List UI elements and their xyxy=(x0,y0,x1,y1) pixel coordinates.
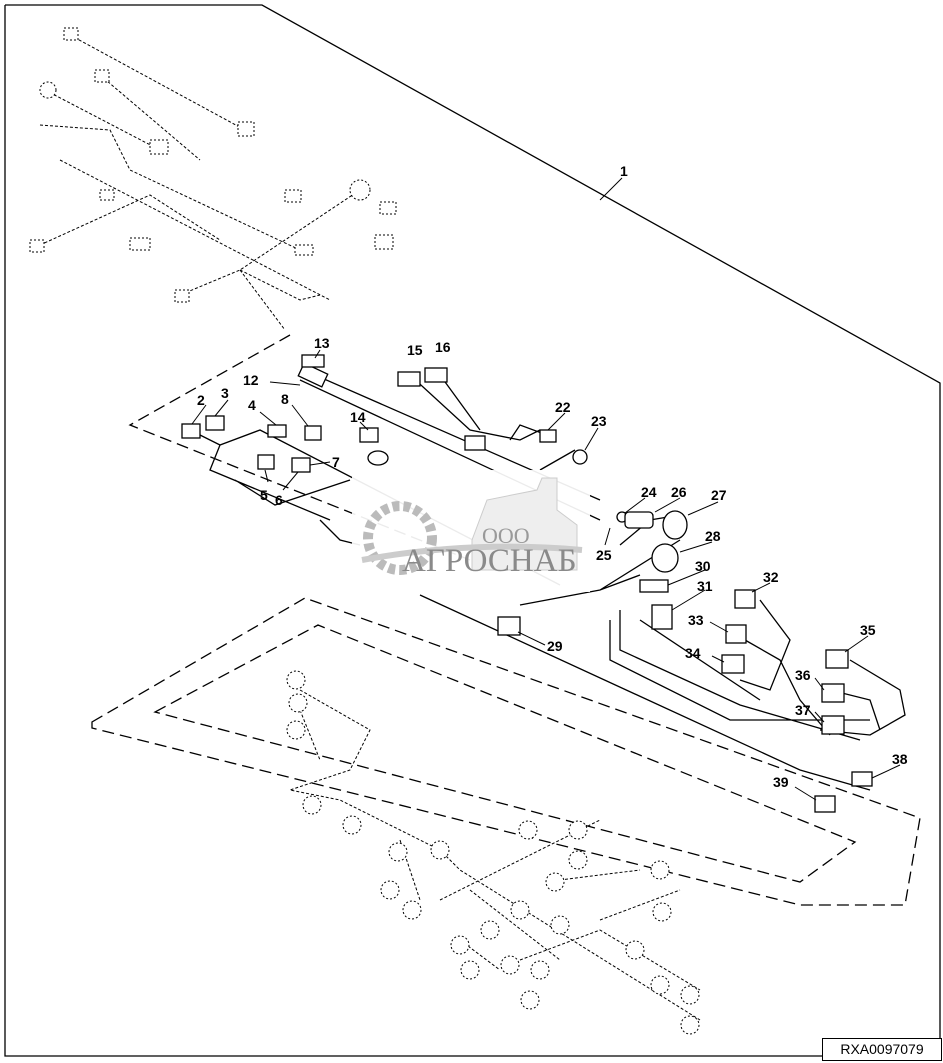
main-harness-wires xyxy=(189,374,906,791)
lower-boundary-outer xyxy=(91,597,921,906)
callout-37: 37 xyxy=(795,702,811,718)
callout-33: 33 xyxy=(688,612,704,628)
callout-28: 28 xyxy=(705,528,721,544)
callout-39: 39 xyxy=(773,774,789,790)
callout-8: 8 xyxy=(281,391,289,407)
watermark-prefix: ООО xyxy=(482,523,530,548)
frame-outline xyxy=(4,4,941,1057)
callout-31: 31 xyxy=(697,578,713,594)
callout-24: 24 xyxy=(641,484,657,500)
callout-38: 38 xyxy=(892,751,908,767)
callout-1: 1 xyxy=(620,163,628,179)
callout-5: 5 xyxy=(260,487,268,503)
upper-harness xyxy=(29,27,397,331)
callout-25: 25 xyxy=(596,547,612,563)
watermark: ООО АГРОСНАБ xyxy=(352,470,590,592)
callout-15: 15 xyxy=(407,342,423,358)
callout-16: 16 xyxy=(435,339,451,355)
callout-6: 6 xyxy=(275,492,283,508)
sub-harness-boundary xyxy=(128,334,471,561)
callout-32: 32 xyxy=(763,569,779,585)
callout-7: 7 xyxy=(332,454,340,470)
leader-lines xyxy=(191,349,901,801)
callout-29: 29 xyxy=(547,638,563,654)
watermark-logo-icon xyxy=(361,477,583,575)
callout-3: 3 xyxy=(221,385,229,401)
callout-26: 26 xyxy=(671,484,687,500)
connectors xyxy=(181,354,873,813)
callout-23: 23 xyxy=(591,413,607,429)
lower-harness xyxy=(286,670,701,1035)
callout-35: 35 xyxy=(860,622,876,638)
callout-4: 4 xyxy=(248,397,256,413)
watermark-name: АГРОСНАБ xyxy=(402,543,577,579)
callout-22: 22 xyxy=(555,399,571,415)
callout-34: 34 xyxy=(685,645,701,661)
callout-12: 12 xyxy=(243,372,259,388)
drawing-code: RXA0097079 xyxy=(822,1038,942,1061)
callout-27: 27 xyxy=(711,487,727,503)
callout-36: 36 xyxy=(795,667,811,683)
callout-14: 14 xyxy=(350,409,366,425)
callout-30: 30 xyxy=(695,558,711,574)
callout-13: 13 xyxy=(314,335,330,351)
callout-2: 2 xyxy=(197,392,205,408)
